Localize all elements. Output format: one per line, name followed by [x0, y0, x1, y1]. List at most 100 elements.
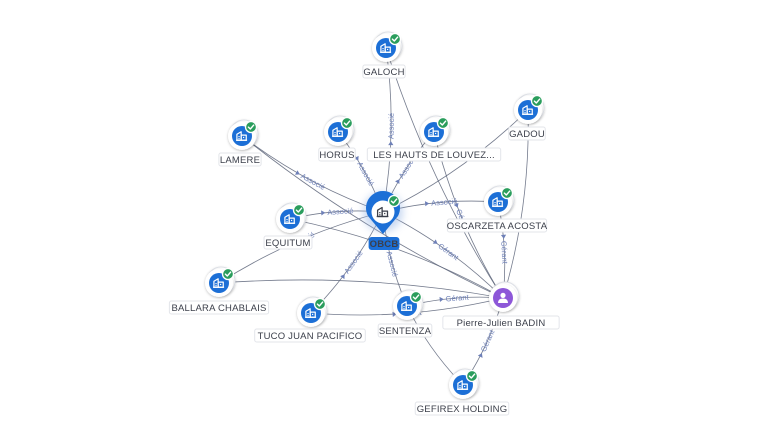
verified-check-icon [340, 116, 354, 130]
building-icon [305, 308, 317, 318]
node-lamere[interactable]: LAMERE [218, 119, 262, 167]
edge-arrow-icon [295, 170, 300, 175]
node-label-box [446, 218, 548, 233]
building-icon [332, 127, 344, 137]
node-label: SENTENZA [379, 326, 432, 337]
node-label: HORUS [319, 150, 354, 161]
edge-arrow-icon [321, 210, 326, 216]
edge-arrow-icon [500, 234, 507, 239]
node-label: GEFIREX HOLDING [417, 404, 508, 415]
building-icon [236, 131, 248, 141]
verified-check-icon [292, 203, 306, 217]
edge-equitum-badin [289, 218, 504, 299]
edge-label-obcb-equitum: Associé [321, 206, 354, 217]
verified-check-icon [388, 32, 402, 46]
node-tuco[interactable]: TUCO JUAN PACIFICO [254, 296, 366, 343]
building-icon [213, 278, 225, 288]
edge-label-text: Gérant [436, 241, 461, 262]
building-icon [457, 380, 469, 390]
node-label: BALLARA CHABLAIS [171, 303, 266, 314]
building-icon [380, 43, 392, 53]
node-label: OBCB [370, 239, 399, 250]
edge-label-text: Associé [431, 197, 458, 208]
building-icon [401, 301, 413, 311]
node-galoch[interactable]: GALOCH [362, 31, 406, 79]
node-label: Pierre-Julien BADIN [457, 318, 546, 329]
edge-arrow-icon [477, 353, 483, 358]
edge-arrow-icon [388, 141, 394, 146]
node-gefirex[interactable]: GEFIREX HOLDING [414, 368, 510, 416]
node-label: LAMERE [220, 155, 260, 166]
edge-label-obcb-galoch: Associé [386, 113, 396, 146]
edge-label-text: Associé [385, 250, 400, 278]
edge-arrow-icon [392, 311, 397, 317]
node-gadou[interactable]: GADOU [508, 93, 546, 141]
verified-check-icon [465, 369, 479, 383]
edge-arrow-icon [340, 274, 345, 280]
edge-label-obcb-badin: Gérant [432, 239, 461, 263]
node-label-box [168, 300, 270, 315]
node-oscar[interactable]: OSCARZETA ACOSTA [446, 185, 548, 233]
edge-label-obcb-oscar: Associé [424, 197, 458, 208]
node-label-box [218, 152, 262, 167]
edge-label-text: Associé [386, 113, 395, 139]
nodes-layer: GALOCH LAMERE HORUS LES HAUTS DE LOUVEZ... G… [168, 31, 560, 416]
building-icon [428, 127, 440, 137]
building-icon [376, 206, 389, 218]
edge-label-badin-gefirex: Gérant [477, 328, 497, 358]
verified-check-icon [387, 194, 401, 208]
edge-label-text: Gérant [499, 241, 509, 265]
verified-check-icon [530, 94, 544, 108]
node-label-box [318, 147, 356, 162]
edge-label-obcb-tuco: Associé [340, 249, 365, 280]
building-icon [492, 197, 504, 207]
node-label-box [377, 323, 433, 338]
node-obcb[interactable]: OBCB [363, 190, 403, 250]
edge-label-text: Gérant [445, 293, 470, 304]
node-ballara[interactable]: BALLARA CHABLAIS [168, 266, 270, 315]
verified-check-icon [221, 267, 235, 281]
edge-label-badin-oscar: Gérant [499, 234, 510, 265]
verified-check-icon [313, 297, 327, 311]
node-hauts[interactable]: LES HAUTS DE LOUVEZ... [366, 115, 502, 162]
edge-label-text: Associé [327, 206, 354, 217]
edge-arrow-icon [432, 239, 438, 244]
edge-label-obcb-lamere: Associé [295, 170, 327, 192]
node-label-box [254, 328, 366, 343]
center-inner [371, 200, 395, 224]
node-equitum[interactable]: EQUITUM [263, 202, 313, 250]
edge-arrow-icon [453, 202, 459, 208]
building-icon [522, 105, 534, 115]
node-label: TUCO JUAN PACIFICO [258, 331, 363, 342]
edge-label-text: Gérant [479, 328, 497, 353]
node-horus[interactable]: HORUS [318, 115, 356, 162]
node-label-box [362, 64, 406, 79]
verified-check-icon [409, 290, 423, 304]
verified-check-icon [436, 116, 450, 130]
node-label: OSCARZETA ACOSTA [447, 221, 548, 232]
edge-obcb-gadou [382, 109, 529, 213]
verified-check-icon [244, 120, 258, 134]
edge-arrow-icon [395, 179, 400, 185]
node-label-box [508, 126, 546, 141]
edge-badin-galoch [385, 47, 504, 299]
verified-check-icon [500, 186, 514, 200]
person-icon [498, 292, 508, 303]
node-label-box [366, 147, 502, 162]
edge-arrow-icon [439, 296, 444, 302]
node-badin[interactable]: Pierre-Julien BADIN [442, 281, 560, 330]
node-label: LES HAUTS DE LOUVEZ... [373, 150, 495, 161]
node-label-box [442, 315, 560, 330]
node-label: GADOU [509, 129, 545, 140]
edge-label-text: Associé [342, 249, 365, 276]
node-label: EQUITUM [265, 238, 310, 249]
node-label-box [414, 401, 510, 416]
node-label-box [263, 235, 313, 250]
edge-label-text: Associé [355, 160, 376, 187]
node-sentenza[interactable]: SENTENZA [377, 289, 433, 338]
edge-label-badin-sentenza: Gérant [439, 293, 470, 304]
edge-ballara-badin [218, 279, 504, 299]
edge-arrow-icon [424, 201, 430, 207]
node-label-box [368, 237, 400, 250]
